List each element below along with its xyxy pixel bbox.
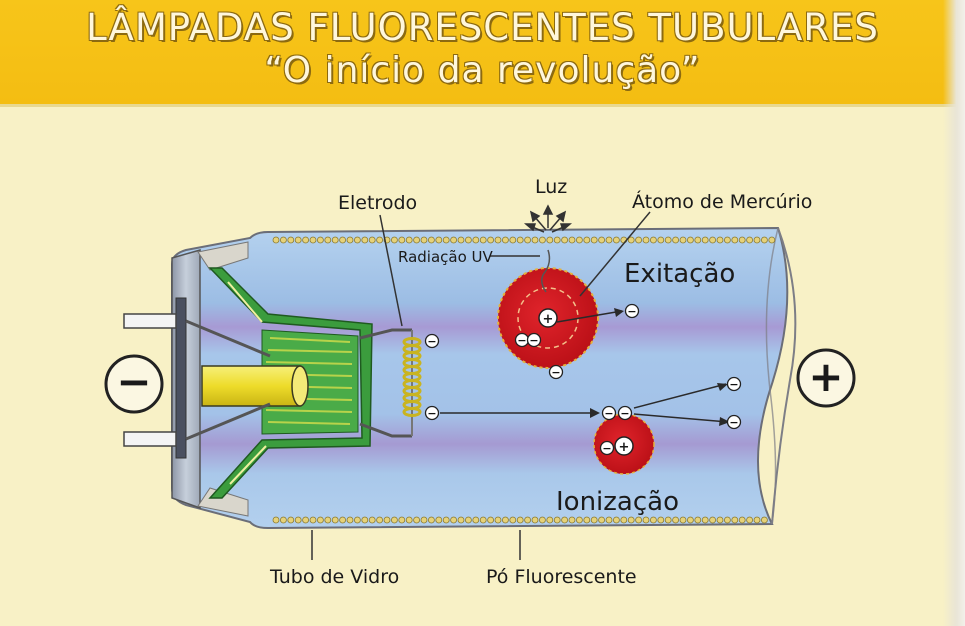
page-edge-shadow bbox=[943, 0, 965, 626]
electron: − bbox=[548, 364, 564, 380]
exhaust-tube bbox=[201, 365, 309, 407]
lead-wires bbox=[185, 319, 412, 441]
terminal-pin-upper bbox=[123, 313, 177, 329]
svg-text:−: − bbox=[620, 407, 629, 420]
label-exitacao: Exitação bbox=[624, 259, 735, 289]
label-eletrodo: Eletrodo bbox=[338, 192, 417, 214]
label-atomo-mercurio: Átomo de Mercúrio bbox=[632, 190, 812, 213]
svg-text:−: − bbox=[517, 334, 526, 347]
label-luz: Luz bbox=[535, 176, 567, 198]
end-cap bbox=[171, 241, 249, 517]
svg-text:+: + bbox=[808, 352, 843, 401]
nucleus-excitation bbox=[538, 308, 558, 328]
electron: − bbox=[514, 332, 530, 348]
filament-coil bbox=[402, 330, 422, 436]
electron: − bbox=[424, 333, 440, 349]
phosphor-coating-top bbox=[272, 236, 776, 244]
svg-text:−: − bbox=[427, 335, 436, 348]
svg-text:−: − bbox=[627, 305, 636, 318]
phosphor-coating-bottom bbox=[272, 516, 768, 524]
electrons: −−−−−−−−−−− bbox=[424, 303, 742, 456]
electron: − bbox=[424, 405, 440, 421]
svg-text:+: + bbox=[543, 312, 554, 327]
label-tubo-vidro: Tubo de Vidro bbox=[269, 566, 399, 588]
svg-text:−: − bbox=[116, 357, 151, 406]
electron: − bbox=[599, 440, 615, 456]
svg-text:−: − bbox=[729, 416, 738, 429]
positive-terminal-symbol: + bbox=[796, 348, 856, 408]
leader-lines bbox=[311, 211, 651, 560]
svg-text:+: + bbox=[619, 440, 630, 455]
header-banner: LÂMPADAS FLUORESCENTES TUBULARES “O iníc… bbox=[0, 0, 965, 104]
electron: − bbox=[624, 303, 640, 319]
light-rays-icon bbox=[523, 204, 573, 233]
electron: − bbox=[617, 405, 633, 421]
arrowheads bbox=[590, 308, 730, 426]
label-radiacao-uv: Radiação UV bbox=[398, 248, 494, 266]
svg-text:−: − bbox=[602, 442, 611, 455]
electron: − bbox=[601, 405, 617, 421]
electron: − bbox=[726, 414, 742, 430]
svg-text:−: − bbox=[427, 407, 436, 420]
page-title: LÂMPADAS FLUORESCENTES TUBULARES bbox=[86, 6, 879, 49]
svg-text:−: − bbox=[551, 366, 560, 379]
electron-trajectories bbox=[440, 249, 729, 449]
nucleus-ionization bbox=[614, 436, 634, 456]
svg-text:−: − bbox=[729, 378, 738, 391]
label-po-fluorescente: Pó Fluorescente bbox=[486, 566, 637, 588]
electron: − bbox=[526, 332, 542, 348]
label-ionizacao: Ionização bbox=[556, 487, 679, 517]
svg-text:−: − bbox=[604, 407, 613, 420]
terminal-pin-lower bbox=[123, 431, 177, 447]
negative-terminal-symbol: − bbox=[104, 354, 164, 414]
svg-text:−: − bbox=[529, 334, 538, 347]
page-subtitle: “O início da revolução” bbox=[264, 50, 701, 91]
electron: − bbox=[726, 376, 742, 392]
header-divider bbox=[0, 104, 965, 107]
mercury-atom-ionization: + bbox=[593, 413, 655, 475]
